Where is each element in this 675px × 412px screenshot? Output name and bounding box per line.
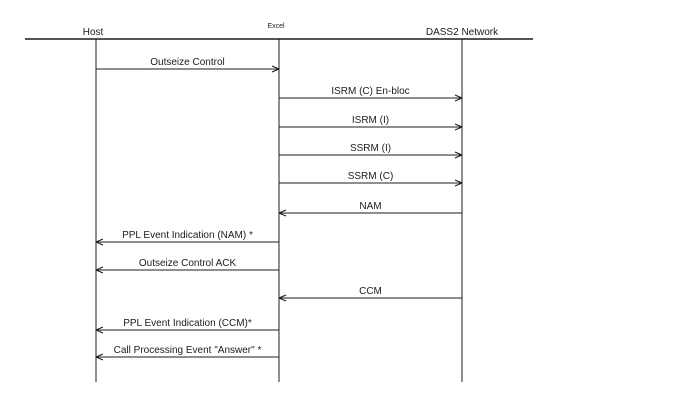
- message-label-4: SSRM (C): [348, 171, 394, 182]
- message-label-3: SSRM (I): [350, 143, 391, 154]
- arrowhead-3: [454, 151, 463, 159]
- arrowhead-7: [95, 266, 104, 274]
- message-label-2: ISRM (I): [352, 115, 389, 126]
- message-label-8: CCM: [359, 286, 382, 297]
- message-label-9: PPL Event Indication (CCM)*: [123, 318, 252, 329]
- arrowhead-5: [278, 209, 287, 217]
- arrowhead-6: [95, 238, 104, 246]
- message-label-1: ISRM (C) En-bloc: [331, 86, 409, 97]
- message-label-6: PPL Event Indication (NAM) *: [122, 230, 253, 241]
- arrowhead-9: [95, 326, 104, 334]
- arrowhead-4: [454, 179, 463, 187]
- actor-label-host: Host: [83, 27, 104, 38]
- message-label-7: Outseize Control ACK: [139, 258, 237, 269]
- actor-label-excel: Excel: [267, 23, 285, 30]
- message-label-5: NAM: [359, 201, 381, 212]
- arrowhead-2: [454, 123, 463, 131]
- arrowhead-1: [454, 94, 463, 102]
- message-label-0: Outseize Control: [150, 57, 224, 68]
- arrowhead-10: [95, 353, 104, 361]
- message-label-10: Call Processing Event "Answer" *: [114, 345, 262, 356]
- arrowhead-0: [271, 65, 280, 73]
- arrowhead-8: [278, 294, 287, 302]
- actor-label-dass2: DASS2 Network: [426, 27, 499, 38]
